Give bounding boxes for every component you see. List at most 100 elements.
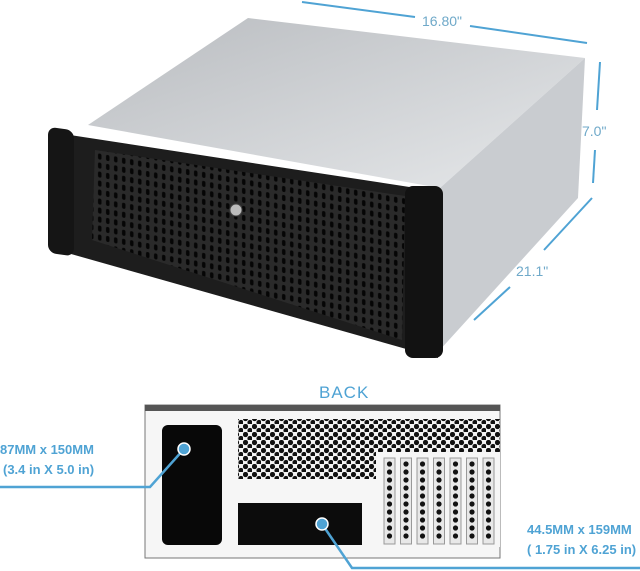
slot-vent-hole bbox=[419, 461, 426, 467]
dimension-annotations bbox=[301, 1, 601, 321]
slot-vent-hole bbox=[436, 525, 442, 531]
slot-vent-hole bbox=[403, 493, 409, 499]
slot-vent-hole bbox=[469, 469, 475, 475]
front-lock-icon bbox=[229, 203, 243, 217]
slot-vent-hole bbox=[436, 477, 442, 483]
slot-vent-hole bbox=[436, 501, 442, 507]
slot-vent-hole bbox=[386, 493, 393, 499]
slot-vent-hole bbox=[452, 461, 459, 467]
slot-vent-hole bbox=[469, 517, 475, 523]
slot-vent-hole bbox=[419, 501, 426, 507]
slot-vent-hole bbox=[386, 517, 393, 523]
slot-vent-hole bbox=[452, 477, 459, 483]
front-vent-mesh bbox=[92, 150, 405, 340]
slot-vent-hole bbox=[386, 485, 393, 491]
left-rack-handle bbox=[48, 127, 74, 256]
slot-cover bbox=[449, 457, 462, 545]
slot-vent-hole bbox=[469, 501, 475, 507]
slot-vent-hole bbox=[436, 485, 442, 491]
slot-vent-hole bbox=[485, 517, 492, 523]
slot-vent-hole bbox=[485, 469, 492, 475]
psu-callout-dot bbox=[177, 442, 191, 456]
slot-vent-hole bbox=[452, 485, 459, 491]
slot-vent-hole bbox=[469, 525, 475, 531]
slot-vent-hole bbox=[485, 493, 492, 499]
width-dimension-label: 16.80" bbox=[422, 13, 462, 29]
slot-vent-hole bbox=[485, 501, 492, 507]
slot-vent-hole bbox=[403, 469, 409, 475]
slot-vent-hole bbox=[452, 469, 459, 475]
slot-vent-hole bbox=[469, 533, 475, 539]
slot-vent-hole bbox=[485, 461, 492, 467]
slot-vent-hole bbox=[419, 517, 426, 523]
slot-vent-hole bbox=[436, 533, 442, 539]
slot-vent-hole bbox=[403, 517, 409, 523]
slot-vent-hole bbox=[436, 509, 442, 515]
slot-vent-hole bbox=[469, 485, 475, 491]
psu-size-mm-label: 87MM x 150MM bbox=[0, 442, 94, 457]
slot-vent-hole bbox=[386, 501, 393, 507]
slot-vent-hole bbox=[485, 485, 492, 491]
drive-bay-opening bbox=[238, 503, 362, 545]
depth-dimension-label: 21.1" bbox=[516, 263, 548, 279]
slot-vent-hole bbox=[419, 509, 426, 515]
callout-lines bbox=[0, 448, 640, 570]
slot-vent-hole bbox=[436, 493, 442, 499]
slot-vent-hole bbox=[403, 501, 409, 507]
slot-vent-hole bbox=[419, 533, 426, 539]
right-rack-handle bbox=[405, 186, 443, 358]
slot-vent-hole bbox=[469, 461, 475, 467]
slot-vent-hole bbox=[419, 469, 426, 475]
slot-vent-hole bbox=[403, 509, 409, 515]
slot-vent-hole bbox=[386, 533, 393, 539]
case-front-view bbox=[48, 18, 585, 358]
height-dimension-label: 7.0" bbox=[582, 123, 606, 139]
slot-vent-hole bbox=[403, 477, 409, 483]
slot-cover bbox=[433, 457, 445, 545]
slot-vent-hole bbox=[485, 533, 492, 539]
slot-cover bbox=[400, 457, 412, 545]
slot-vent-hole bbox=[419, 525, 426, 531]
slot-vent-hole bbox=[452, 525, 459, 531]
case-top-face bbox=[88, 18, 585, 188]
slot-vent-hole bbox=[386, 525, 393, 531]
slot-vent-hole bbox=[452, 493, 459, 499]
psu-opening bbox=[162, 425, 222, 545]
slot-cover bbox=[416, 457, 429, 545]
slot-vent-hole bbox=[386, 461, 393, 467]
slot-vent-hole bbox=[452, 517, 459, 523]
slot-vent-hole bbox=[452, 509, 459, 515]
slot-vent-hole bbox=[403, 461, 409, 467]
slot-cover bbox=[466, 457, 478, 545]
slot-vent-hole bbox=[469, 509, 475, 515]
back-view-title: BACK bbox=[319, 383, 369, 402]
drive-callout-dot bbox=[315, 517, 329, 531]
slot-vent-hole bbox=[436, 517, 442, 523]
psu-size-in-label: (3.4 in X 5.0 in) bbox=[3, 462, 94, 477]
slot-cover bbox=[383, 457, 396, 545]
slot-vent-hole bbox=[386, 477, 393, 483]
slot-vent-hole bbox=[469, 493, 475, 499]
slot-vent-hole bbox=[386, 469, 393, 475]
drive-size-mm-label: 44.5MM x 159MM bbox=[527, 522, 632, 537]
slot-vent-hole bbox=[485, 525, 492, 531]
slot-vent-hole bbox=[419, 493, 426, 499]
slot-vent-hole bbox=[436, 469, 442, 475]
slot-vent-hole bbox=[419, 485, 426, 491]
slot-vent-hole bbox=[403, 533, 409, 539]
slot-vent-hole bbox=[419, 477, 426, 483]
case-back-view bbox=[144, 404, 501, 559]
case-side-face bbox=[438, 58, 585, 352]
slot-vent-hole bbox=[452, 501, 459, 507]
slot-vent-hole bbox=[436, 461, 442, 467]
slot-vent-hole bbox=[485, 477, 492, 483]
slot-vent-hole bbox=[452, 533, 459, 539]
slot-cover bbox=[482, 457, 495, 545]
slot-vent-hole bbox=[386, 509, 393, 515]
slot-vent-hole bbox=[403, 485, 409, 491]
slot-vent-hole bbox=[485, 509, 492, 515]
slot-vent-hole bbox=[469, 477, 475, 483]
slot-vent-hole bbox=[403, 525, 409, 531]
drive-size-in-label: ( 1.75 in X 6.25 in) bbox=[527, 542, 636, 557]
